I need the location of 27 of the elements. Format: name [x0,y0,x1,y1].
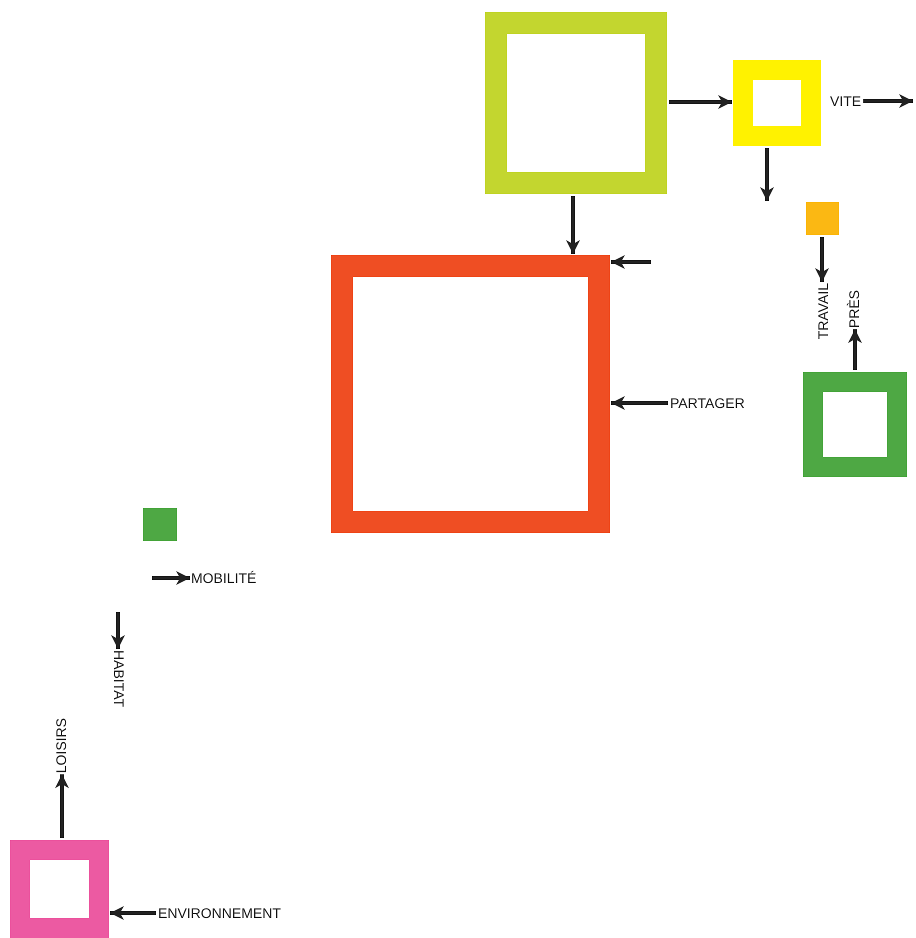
word-label: TRAVAIL [815,283,831,340]
word-label: PARTAGER [670,395,745,411]
arrow [110,906,156,920]
word-label: MOBILITÉ [191,570,256,586]
word-label: VITE [830,93,862,109]
hollow-square [733,60,821,146]
arrow [669,95,732,109]
word-label: HABITAT [111,650,127,708]
word-label: LOISIRS [53,718,69,774]
arrow [848,329,862,370]
arrow [55,774,69,838]
arrow [566,196,580,254]
arrow [863,94,913,108]
arrow [815,237,829,282]
filled-square [143,508,177,541]
arrow [611,396,668,410]
word-label: ENVIRONNEMENT [158,905,281,921]
arrow [111,612,125,649]
hollow-square [803,372,907,477]
arrow [611,255,651,269]
arrow [760,148,774,201]
hollow-square [10,840,109,938]
hollow-square [331,255,610,533]
arrow [152,571,190,585]
word-label: PRÈS [846,290,862,328]
hollow-square [485,12,667,194]
filled-square [806,202,839,235]
